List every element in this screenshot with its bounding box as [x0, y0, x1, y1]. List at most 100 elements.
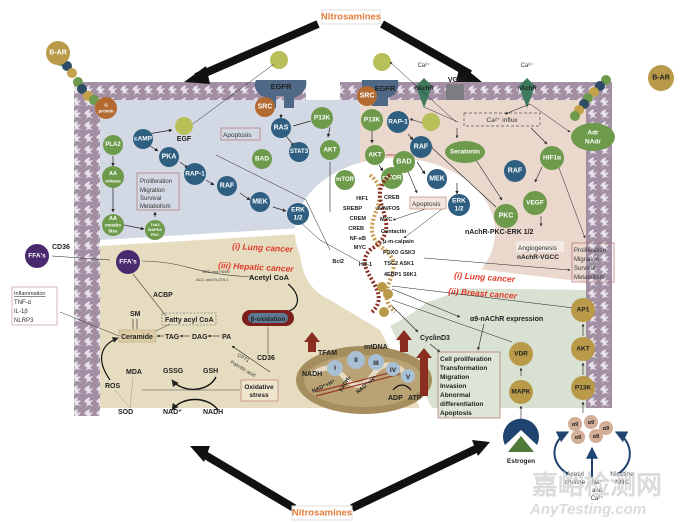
outcome-differentiation: differentiation [440, 401, 483, 408]
region-label-breast: (ii) Breast cancer [448, 286, 518, 301]
mek-left-node [250, 192, 270, 212]
inflammation-ceramide-line [59, 311, 120, 337]
raf-right-node [410, 136, 432, 158]
apoptosis-left-label: Apoptosis [223, 132, 252, 139]
src-right-label: SRC [360, 93, 375, 100]
ffa-transport-line [51, 255, 111, 261]
pa-label: PA [222, 334, 231, 341]
membrane-top-right [340, 82, 612, 100]
nnk-label: NNK [615, 479, 629, 486]
a9-outcomes-arrow [477, 323, 485, 351]
mtor-left-label: mTOR [336, 177, 355, 183]
nachr-2-channel [519, 78, 535, 108]
aa-release-label-2: release [105, 179, 121, 184]
gene-foxo-gsk3: FOXO GSK3 [383, 250, 415, 256]
outcome-cell-proliferation: Cell proliferation [440, 356, 492, 363]
txa2-label-3: PKC [151, 233, 159, 237]
complex-v-label: V [406, 374, 411, 381]
outcome-invasion: Invasion [440, 383, 466, 390]
mda-sod-line [129, 376, 134, 409]
outcome-proliferation: Proliferation [140, 179, 172, 185]
lung-left-outcomes-box [136, 172, 180, 211]
vgcc-channel [446, 84, 464, 100]
ras-label: RAS [274, 125, 289, 132]
oxidative-stress-box [240, 379, 279, 402]
gssg-label: GSSG [163, 368, 184, 375]
apoptosis-right-label: Apoptosis [412, 201, 441, 208]
ffa-inside-node [116, 250, 140, 274]
camp-node [133, 129, 153, 149]
tfam-label: TFAM [318, 350, 337, 357]
gene-ho1: HO-1 [359, 262, 372, 268]
tfam-up-arrow-icon [304, 332, 320, 352]
palmitic-pa-arrow [231, 345, 271, 373]
nucleus-right-genes: CREB JUN/FOS MYC Contactin μ-m-calpain F… [376, 195, 417, 278]
membrane-left-lower [74, 204, 100, 416]
acc-elovl-label: ACC and ELOVL1 [196, 277, 229, 282]
p13k-breast-label: P13K [575, 385, 592, 392]
estrogen-label: Estrogen [507, 458, 535, 465]
nadh-nad-arrow [171, 398, 219, 411]
aa-metabolites-node [102, 214, 124, 236]
txa2-label: TxA2 [150, 223, 159, 227]
vdr-label: VDR [514, 351, 528, 358]
akt-left-label: AKT [323, 147, 336, 154]
scd-fasn-label: SCD and FASN [202, 269, 230, 274]
vegf-label: VEGF [526, 200, 544, 207]
bad-left-label: BAD [255, 156, 269, 163]
ras-node [271, 118, 291, 138]
nachr-1-label: nAchR [414, 86, 434, 92]
acbp-label: ACBP [153, 292, 173, 299]
pla2-label: PLA2 [105, 142, 121, 148]
adr-nadr-node [571, 123, 615, 151]
tag-label: TAG [165, 334, 180, 341]
akt-right-label: AKT [368, 152, 381, 159]
nitrosamines-label-bottom: Nitrosamines [292, 508, 352, 519]
complex-ii-label: II [354, 357, 358, 364]
gene-contactin: Contactin [381, 229, 407, 235]
arrowhead-top-right [456, 64, 482, 82]
nucleus [295, 158, 495, 306]
outcome-migration: Migration [140, 188, 165, 194]
fatty-acyl-coa-label: Fatty acyl CoA [165, 317, 214, 324]
pka-label: PKA [162, 154, 177, 161]
outcome-r-migration: Migration [574, 257, 599, 263]
ffa-to-acetyl-line [141, 260, 253, 278]
gene-creb-left: CREB [348, 226, 364, 232]
il1b-label: IL-1β [14, 309, 28, 315]
aa-metabolites-label-2: metabo [105, 223, 121, 228]
txa2-label-2: MAPKS [148, 228, 162, 232]
nachr-2-label: nAchR [517, 86, 537, 92]
nad-plus-label: NAD⁺ [163, 409, 182, 416]
erk-left-label: ERK [291, 207, 305, 214]
erk-right-label-2: 1/2 [454, 206, 463, 213]
mtor-right-label: mTOR [382, 175, 402, 182]
angiogenesis-box [516, 241, 564, 252]
seratonin-node [445, 141, 485, 163]
outcome-r-metabolism: Metabolism [574, 275, 605, 281]
seratonin-label: Seratonin [450, 149, 480, 156]
outcome-transformation: Transformation [440, 365, 487, 372]
egf-ligand-left [270, 51, 288, 69]
bad-right-node [393, 151, 415, 173]
b-ar-left-label: B-AR [49, 50, 67, 57]
nucleus-a9-arrow [391, 288, 461, 318]
watermark-cn: 嘉峪检测网 [532, 470, 662, 500]
lung-left-network [111, 63, 361, 263]
outcome-r-proliferation: Proliferation [574, 248, 606, 254]
and-label: and [592, 488, 602, 494]
nucleus-vdr-line [391, 299, 513, 343]
atp-up-arrow-icon [416, 348, 432, 396]
pla2-node [103, 135, 123, 155]
gsh-gssg-arrow [171, 376, 217, 391]
gene-myc-right: MYC [380, 217, 392, 223]
gene-tsc2-ask1: TSC2 ASK1 [384, 261, 414, 267]
txa2-node [145, 220, 165, 240]
ffa-inside-label: FFA's [119, 259, 137, 266]
complex-iv [386, 362, 400, 376]
acetylcholine-arrow [553, 431, 570, 475]
egf-ligand-right [373, 53, 391, 71]
akt-breast-node [571, 337, 595, 361]
ros-label: ROS [105, 383, 121, 390]
